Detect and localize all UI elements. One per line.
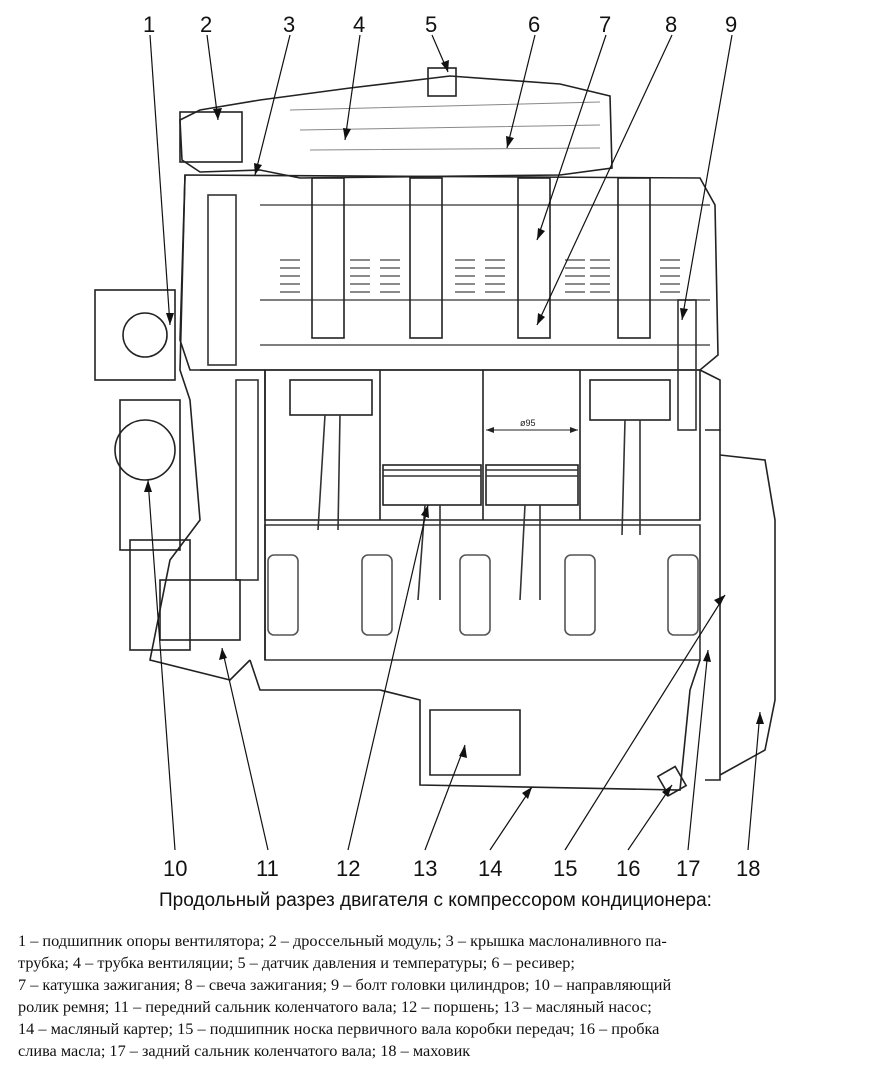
leader-arrows xyxy=(144,60,764,799)
connecting-rods xyxy=(317,414,641,601)
drain-plug xyxy=(656,765,688,797)
bore-dimension-label: ø95 xyxy=(520,418,536,428)
oil-pump xyxy=(429,709,521,776)
callout-1: 1 xyxy=(143,12,156,37)
legend-line: трубка; 4 – трубка вентиляции; 5 – датчи… xyxy=(18,953,575,972)
callout-2: 2 xyxy=(200,12,213,37)
callout-3: 3 xyxy=(283,12,296,37)
ignition-coils xyxy=(311,177,651,339)
belt-roller xyxy=(114,419,176,481)
callout-12: 12 xyxy=(336,856,361,881)
figure-caption: Продольный разрез двигателя с компрессор… xyxy=(159,890,712,911)
pistons xyxy=(289,379,671,506)
flywheel xyxy=(719,454,776,776)
head-bolt xyxy=(677,299,697,431)
fan-bearing xyxy=(122,312,168,358)
callout-16: 16 xyxy=(616,856,641,881)
crank-webs xyxy=(267,554,699,636)
legend-line: 7 – катушка зажигания; 8 – свеча зажиган… xyxy=(18,975,672,994)
legend-line: ролик ремня; 11 – передний сальник колен… xyxy=(18,997,652,1016)
callout-13: 13 xyxy=(413,856,438,881)
callout-15: 15 xyxy=(553,856,578,881)
leader-lines xyxy=(147,34,761,851)
bore-dimension: ø95 xyxy=(486,418,578,433)
callout-8: 8 xyxy=(665,12,678,37)
cylinder-head xyxy=(179,174,719,371)
timing-chain xyxy=(207,194,237,366)
callout-14: 14 xyxy=(478,856,503,881)
valve-springs xyxy=(280,259,680,293)
callout-11: 11 xyxy=(256,856,279,881)
callout-9: 9 xyxy=(725,12,738,37)
callout-6: 6 xyxy=(528,12,541,37)
legend-line: 1 – подшипник опоры вентилятора; 2 – дро… xyxy=(18,931,667,950)
callout-5: 5 xyxy=(425,12,438,37)
callout-7: 7 xyxy=(599,12,612,37)
throttle-module xyxy=(179,111,243,163)
crankcase xyxy=(264,524,701,661)
callout-4: 4 xyxy=(353,12,366,37)
legend-line: слива масла; 17 – задний сальник коленча… xyxy=(18,1041,471,1060)
oil-sump xyxy=(249,659,701,791)
pressure-sensor xyxy=(427,67,457,97)
cylinders xyxy=(379,370,581,520)
callout-10: 10 xyxy=(163,856,188,881)
legend-line: 14 – масляный картер; 15 – подшипник нос… xyxy=(18,1019,660,1038)
engine-section-drawing: ø95 xyxy=(94,34,776,851)
legend: 1 – подшипник опоры вентилятора; 2 – дро… xyxy=(18,930,854,1062)
callout-18: 18 xyxy=(736,856,761,881)
receiver-outline xyxy=(179,75,613,179)
callout-17: 17 xyxy=(676,856,701,881)
